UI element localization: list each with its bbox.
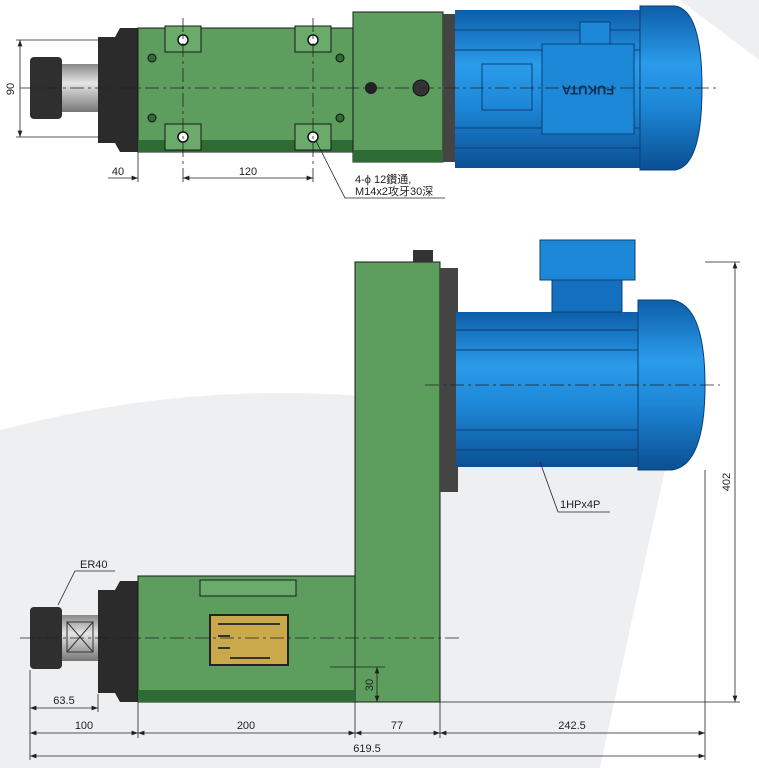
hole-note-line2: M14x2攻牙30深 [355, 184, 433, 198]
dim-motor: 242.5 [558, 720, 586, 732]
hole-note-line1: 4-ϕ 12鑽通, [355, 172, 411, 186]
side-view: 402 30 63.5 100 200 77 242.5 619.5 ER40 … [20, 239, 740, 760]
motor-label: 1HPx4P [560, 499, 600, 511]
dim-collet: 63.5 [53, 695, 74, 707]
dim-total-height: 402 [721, 473, 733, 491]
dim-body: 200 [237, 720, 255, 732]
spindle-nut [98, 28, 138, 152]
dim-base-height: 30 [364, 679, 376, 691]
dim-column: 77 [391, 720, 403, 732]
spindle-nut [98, 581, 138, 702]
dim-nose: 100 [75, 720, 93, 732]
background-swoosh [680, 0, 759, 60]
dim-height-90: 90 [5, 83, 17, 95]
terminal-box [541, 43, 635, 135]
motor-brand: FUKUTA [561, 83, 614, 98]
top-view: FUKUTA 90 40 120 4-ϕ 12鑽通, M14x2攻牙30深 [5, 5, 720, 199]
column [354, 261, 441, 703]
dim-spacing-120: 120 [239, 166, 257, 178]
dim-offset-40: 40 [112, 166, 124, 178]
dim-total-length: 619.5 [353, 743, 381, 755]
terminal-box [539, 239, 636, 281]
collet-label: ER40 [80, 559, 108, 571]
motor-body [456, 312, 642, 467]
